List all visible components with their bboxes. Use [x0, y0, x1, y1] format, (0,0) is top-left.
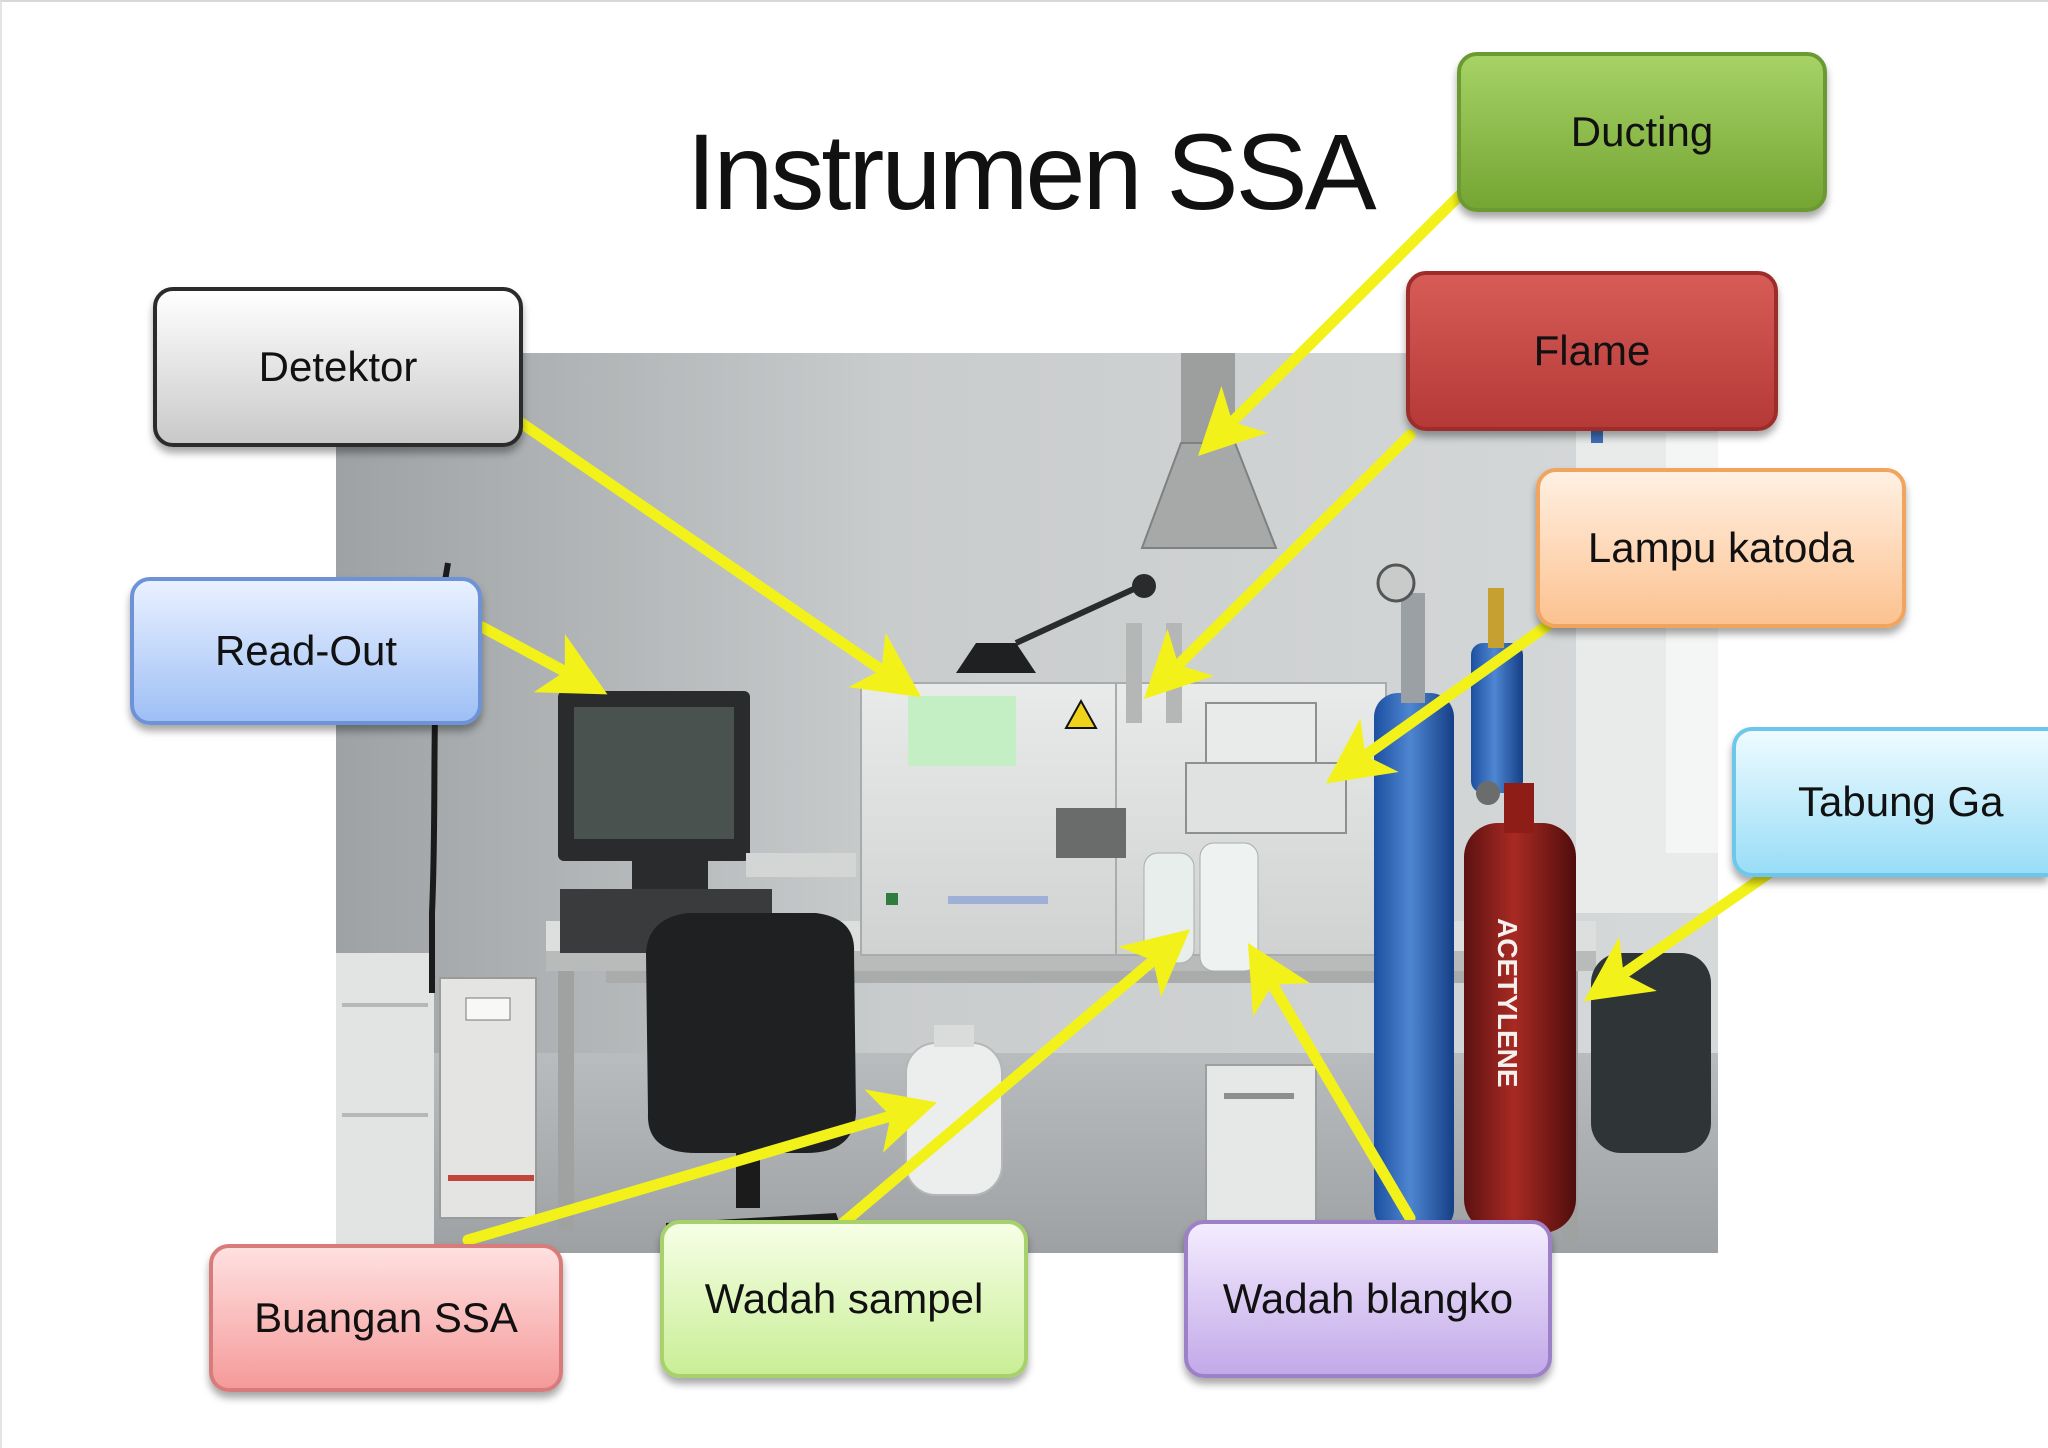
label-tabung-gas: Tabung Ga: [1732, 727, 2048, 877]
lab-photo: ACETYLENE: [336, 353, 1718, 1253]
label-buangan-ssa: Buangan SSA: [209, 1244, 563, 1392]
cylinder-label: ACETYLENE: [1492, 918, 1523, 1088]
label-detektor: Detektor: [153, 287, 523, 447]
label-read-out: Read-Out: [130, 577, 482, 725]
label-ducting: Ducting: [1457, 52, 1827, 212]
label-wadah-sampel: Wadah sampel: [660, 1220, 1028, 1378]
label-wadah-blangko: Wadah blangko: [1184, 1220, 1552, 1378]
slide-title: Instrumen SSA: [686, 111, 1376, 232]
label-flame: Flame: [1406, 271, 1778, 431]
label-lampu-katoda: Lampu katoda: [1536, 468, 1906, 628]
